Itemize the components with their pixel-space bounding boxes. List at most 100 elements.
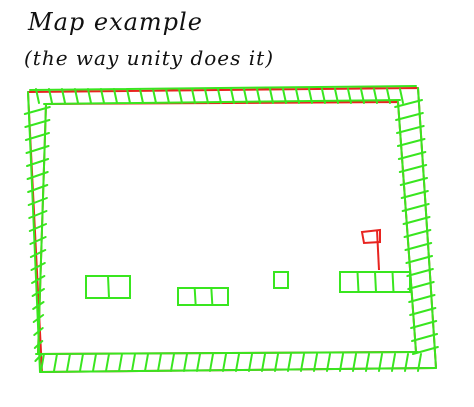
flag-cloth [360, 228, 381, 245]
border-left-inner-edge [37, 103, 47, 355]
border-bottom-tile-divider [144, 353, 149, 372]
border-bottom-tile-divider [287, 353, 292, 372]
border-left-tile-divider [27, 184, 49, 193]
border-bottom-tile-divider [40, 353, 45, 372]
map-inner-outline [37, 101, 417, 355]
border-left-tile-divider [32, 301, 45, 310]
border-top-tile-divider [399, 88, 404, 104]
border-bottom-inner-edge [35, 351, 419, 355]
border-right-tiles [394, 87, 439, 369]
border-top-outer-edge [29, 85, 417, 91]
border-right-tile-divider [410, 320, 438, 329]
platform-middle-tile-divider [210, 287, 214, 306]
border-bottom-tile-divider [118, 353, 123, 372]
platform-left-tile-divider [107, 275, 110, 299]
border-bottom-tile-divider [183, 353, 188, 372]
platform-middle-tile-divider [193, 287, 197, 306]
border-bottom-tile-divider [274, 353, 279, 372]
border-left-tile-divider [33, 327, 44, 336]
border-top-tile-divider [347, 88, 352, 104]
border-left-tile-divider [28, 223, 48, 232]
border-left-tile-divider [31, 288, 45, 297]
border-left-tile-divider [29, 249, 47, 258]
border-top-tile-divider [87, 88, 92, 104]
border-right-tile-divider [400, 190, 429, 199]
border-bottom-tile-divider [170, 353, 175, 372]
border-top-tile-divider [126, 88, 131, 104]
border-top-tile-divider [386, 88, 391, 104]
border-right-tile-divider [409, 307, 437, 316]
border-top-tile-divider [308, 88, 313, 104]
border-left-tiles [23, 91, 51, 373]
diagram-subtitle: (the way unity does it) [24, 46, 275, 70]
border-top-tile-divider [321, 88, 326, 104]
border-bottom-tile-divider [313, 353, 318, 372]
platform-right [339, 271, 411, 293]
border-top-tile-divider [165, 88, 170, 104]
platform-right-tile-divider [391, 271, 395, 293]
border-top-tile-divider [204, 88, 209, 104]
border-bottom-tile-divider [92, 353, 97, 372]
border-top-tile-divider [230, 88, 235, 104]
border-left-tile-divider [34, 353, 43, 362]
border-left-tile-divider [30, 262, 46, 271]
border-top-tile-divider [360, 88, 365, 104]
border-top-tile-divider [191, 88, 196, 104]
diagram-title: Map example [28, 8, 203, 36]
border-bottom-tile-divider [131, 353, 136, 372]
border-bottom-tile-divider [209, 353, 214, 372]
border-top-tile-divider [100, 88, 105, 104]
border-right-tile-divider [399, 177, 429, 186]
border-bottom-tile-divider [378, 353, 383, 372]
border-bottom-tile-divider [196, 353, 201, 372]
border-bottom-tile-divider [391, 353, 396, 372]
platform-middle-outline [177, 287, 229, 306]
border-left-tile-divider [33, 340, 44, 349]
border-bottom-tile-divider [66, 353, 71, 372]
border-top-tile-divider [48, 88, 53, 104]
border-left-tile-divider [32, 314, 45, 323]
platform-middle [177, 287, 229, 306]
border-right-inner-edge [397, 101, 417, 353]
border-bottom-tile-divider [261, 353, 266, 372]
border-bottom-tile-divider [300, 353, 305, 372]
border-bottom-tile-divider [248, 353, 253, 372]
platforms [85, 271, 411, 306]
border-left-tile-divider [27, 197, 48, 206]
border-left-tile-divider [29, 236, 47, 245]
border-right-tile-divider [406, 268, 434, 277]
border-top-tile-divider [74, 88, 79, 104]
border-top-tile-divider [35, 88, 40, 104]
border-bottom-tile-divider [365, 353, 370, 372]
border-bottom-outer-edge [39, 367, 437, 373]
border-top-tile-divider [295, 88, 300, 104]
border-right-tile-divider [397, 151, 427, 160]
border-top-tile-divider [269, 88, 274, 104]
border-bottom-tile-divider [53, 353, 58, 372]
border-bottom-tile-divider [339, 353, 344, 372]
border-bottom-tile-divider [105, 353, 110, 372]
border-left-tile-divider [31, 275, 46, 284]
border-right-tile-divider [396, 138, 426, 147]
border-left-tile-divider [23, 106, 51, 115]
border-left-tile-divider [25, 145, 50, 154]
border-bottom-tile-divider [79, 353, 84, 372]
border-top-tile-divider [139, 88, 144, 104]
border-right-tile-divider [394, 99, 424, 108]
platform-right-tile-divider [356, 271, 360, 293]
border-right-tile-divider [396, 125, 425, 134]
border-top-tile-divider [113, 88, 118, 104]
border-left-tile-divider [24, 132, 50, 141]
border-top-tile-divider [373, 88, 378, 104]
border-right-tile-divider [405, 255, 434, 264]
goal-flag [360, 228, 381, 271]
border-right-tile-divider [408, 294, 436, 303]
border-bottom-tile-divider [404, 353, 409, 372]
border-right-tile-divider [410, 333, 439, 342]
platform-small [273, 271, 289, 289]
platform-left [85, 275, 131, 299]
border-bottom-tiles [35, 351, 437, 373]
border-right-tile-divider [403, 229, 432, 238]
border-bottom-tile-divider [417, 353, 422, 372]
